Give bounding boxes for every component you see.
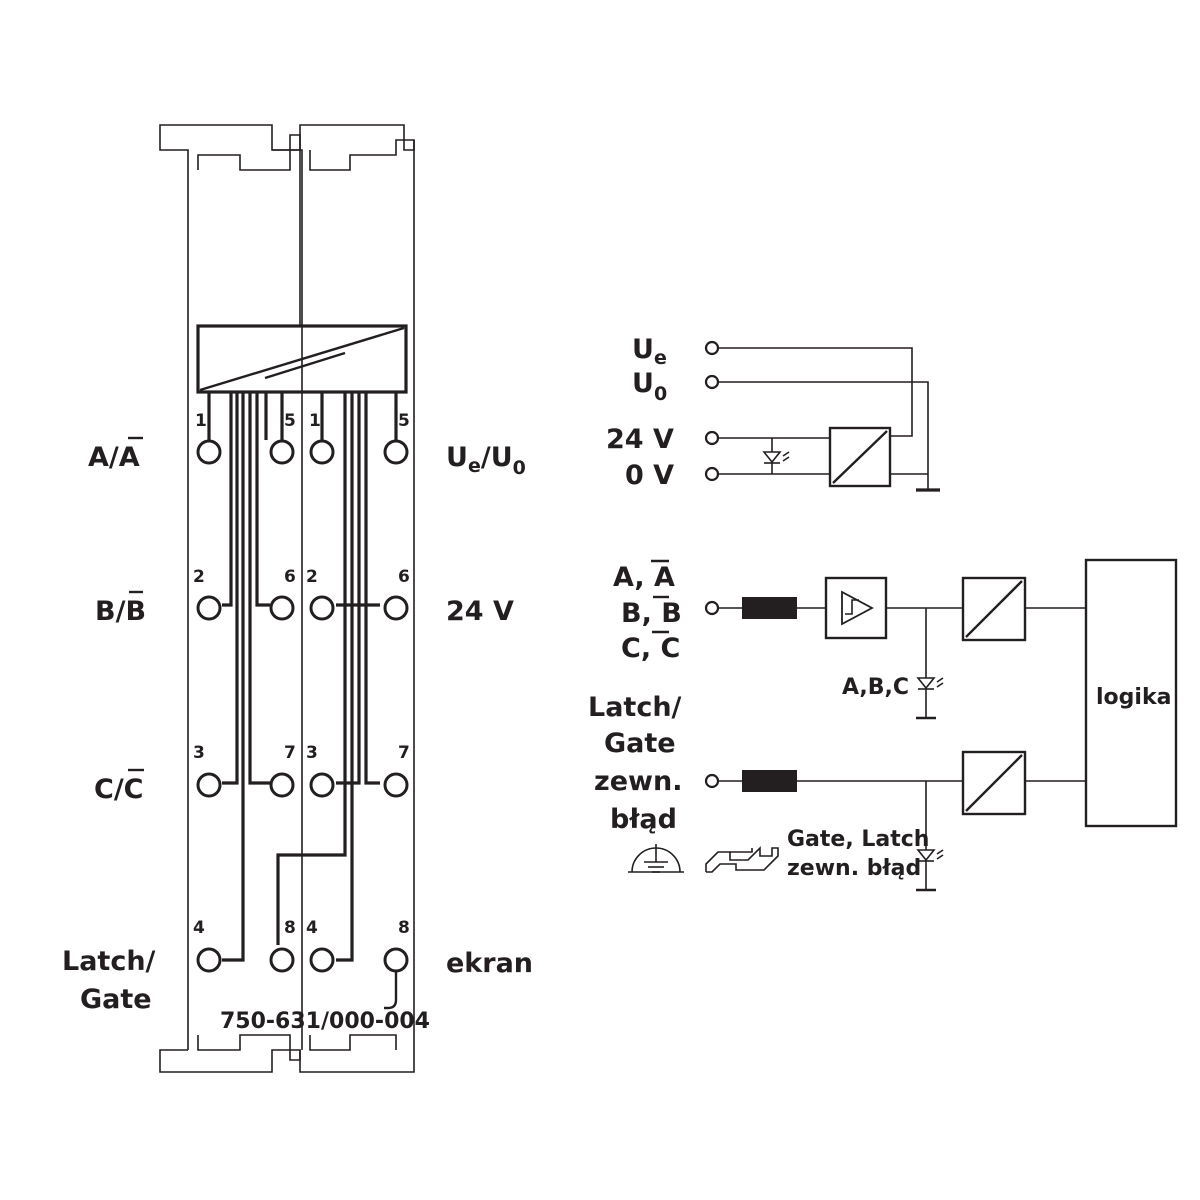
svg-text:3: 3 (306, 743, 318, 763)
ground-icon (628, 844, 684, 873)
svg-text:Gate: Gate (80, 984, 152, 1015)
terminal-5-right (383, 439, 409, 465)
terminal-numbers: 1 5 1 5 2 6 2 6 3 7 3 7 4 8 4 8 (193, 411, 410, 938)
svg-text:6: 6 (398, 567, 410, 587)
svg-text:Ue/U0: Ue/U0 (446, 442, 526, 479)
terminal-6-left (269, 595, 295, 621)
svg-text:24 V: 24 V (606, 424, 674, 455)
svg-text:U0: U0 (632, 368, 667, 405)
svg-text:1: 1 (195, 411, 207, 431)
svg-text:Gate, Latch: Gate, Latch (787, 827, 929, 852)
svg-text:Gate: Gate (604, 728, 676, 759)
svg-text:A, A: A, A (613, 562, 675, 593)
svg-text:zewn.: zewn. (594, 766, 682, 797)
svg-text:4: 4 (193, 918, 205, 938)
svg-text:1: 1 (309, 411, 321, 431)
terminal-2-right (309, 595, 335, 621)
converter-block (196, 324, 408, 394)
shield-lead (384, 971, 398, 1010)
terminal-5-left (269, 439, 295, 465)
svg-text:C/C: C/C (94, 774, 144, 805)
terminal-3-right (309, 772, 335, 798)
svg-text:zewn. błąd: zewn. błąd (787, 856, 921, 881)
svg-text:7: 7 (398, 743, 410, 763)
svg-text:Ue: Ue (632, 334, 667, 369)
svg-text:3: 3 (193, 743, 205, 763)
module-left-labels: A/A B/B C/C Latch/ Gate (62, 436, 156, 1015)
terminal-4-left (196, 947, 222, 973)
terminal-1-left (196, 439, 222, 465)
terminal-4-right (309, 947, 335, 973)
svg-text:8: 8 (284, 918, 296, 938)
din-rail-icon (705, 846, 779, 873)
svg-text:5: 5 (398, 411, 410, 431)
svg-text:ekran: ekran (446, 948, 533, 979)
svg-text:A/A: A/A (88, 442, 140, 473)
power-schematic: Ue U0 24 V 0 V (606, 334, 940, 492)
terminal-3-left (196, 772, 222, 798)
svg-text:2: 2 (193, 567, 205, 587)
part-number: 750-631/000-004 (220, 1009, 430, 1034)
svg-text:A,B,C: A,B,C (842, 675, 909, 700)
svg-text:8: 8 (398, 918, 410, 938)
svg-text:7: 7 (284, 743, 296, 763)
svg-text:B/B: B/B (95, 596, 146, 627)
svg-text:B, B: B, B (621, 598, 682, 629)
terminal-6-right (383, 595, 409, 621)
svg-text:logika: logika (1096, 685, 1171, 710)
svg-text:Latch/: Latch/ (588, 692, 682, 723)
svg-text:C, C: C, C (621, 633, 680, 664)
terminals (196, 439, 409, 1010)
terminal-7-left (269, 772, 295, 798)
module-housing (159, 124, 415, 1073)
internal-wiring (207, 392, 398, 962)
svg-text:2: 2 (306, 567, 318, 587)
terminal-2-left (196, 595, 222, 621)
terminal-8-right (383, 947, 409, 973)
svg-text:0 V: 0 V (625, 460, 674, 491)
svg-text:24 V: 24 V (446, 596, 514, 627)
svg-text:Latch/: Latch/ (62, 946, 156, 977)
terminal-1-right (309, 439, 335, 465)
terminal-8-left (269, 947, 295, 973)
svg-text:6: 6 (284, 567, 296, 587)
signal-schematic: A, A B, B C, C A,B,C Latch/ Gate zewn. b… (588, 558, 1178, 892)
svg-text:błąd: błąd (610, 804, 677, 835)
module-right-labels: Ue/U0 24 V ekran (446, 442, 533, 979)
svg-text:4: 4 (306, 918, 318, 938)
svg-text:5: 5 (284, 411, 296, 431)
terminal-7-right (383, 772, 409, 798)
